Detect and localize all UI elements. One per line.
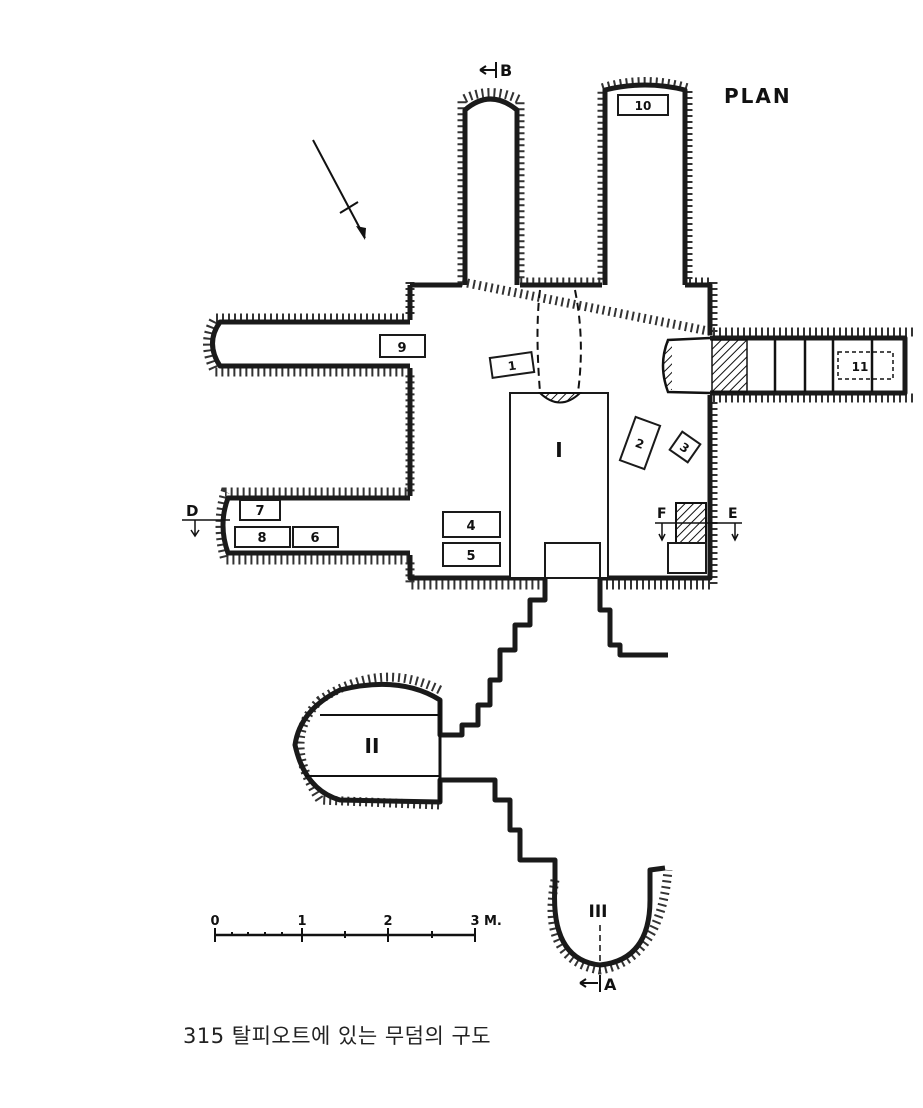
loculus-7: 7	[255, 504, 264, 519]
stair-passage	[292, 578, 668, 990]
chamber-ii-label: II	[365, 734, 380, 758]
loculus-11: 11	[852, 360, 869, 374]
chamber-i-label: I	[555, 438, 562, 462]
section-b-label: B	[500, 61, 512, 80]
scale-tick-1: 1	[297, 914, 306, 929]
loculus-8: 8	[257, 531, 266, 546]
scale-bar: 0 1 2 3 M.	[210, 914, 502, 942]
section-d-label: D	[186, 502, 198, 520]
section-f-label: F	[657, 506, 667, 522]
loculus-1: 1	[507, 358, 517, 373]
loculus-9: 9	[397, 341, 406, 356]
loculus-10: 10	[635, 99, 652, 113]
north-arrow-icon	[312, 139, 366, 240]
section-e-label: E	[728, 506, 738, 522]
figure-caption: 315 탈피오트에 있는 무덤의 구도	[183, 1024, 492, 1048]
section-a-label: A	[604, 975, 617, 994]
loculus-boxes: 9 1 2 3 4 5 6 7 8 10 11	[234, 94, 869, 567]
main-chamber	[210, 82, 908, 581]
scale-tick-2: 2	[383, 914, 392, 929]
loculus-5: 5	[466, 549, 475, 564]
loculus-6: 6	[310, 531, 319, 546]
scale-tick-0: 0	[210, 914, 219, 929]
scale-tick-3: 3	[470, 914, 479, 929]
scale-unit: M.	[484, 914, 502, 929]
plan-title: PLAN	[724, 84, 792, 108]
chamber-iii-label: III	[589, 902, 608, 922]
loculus-4: 4	[466, 519, 475, 534]
section-markers: B D F E A	[182, 61, 742, 994]
